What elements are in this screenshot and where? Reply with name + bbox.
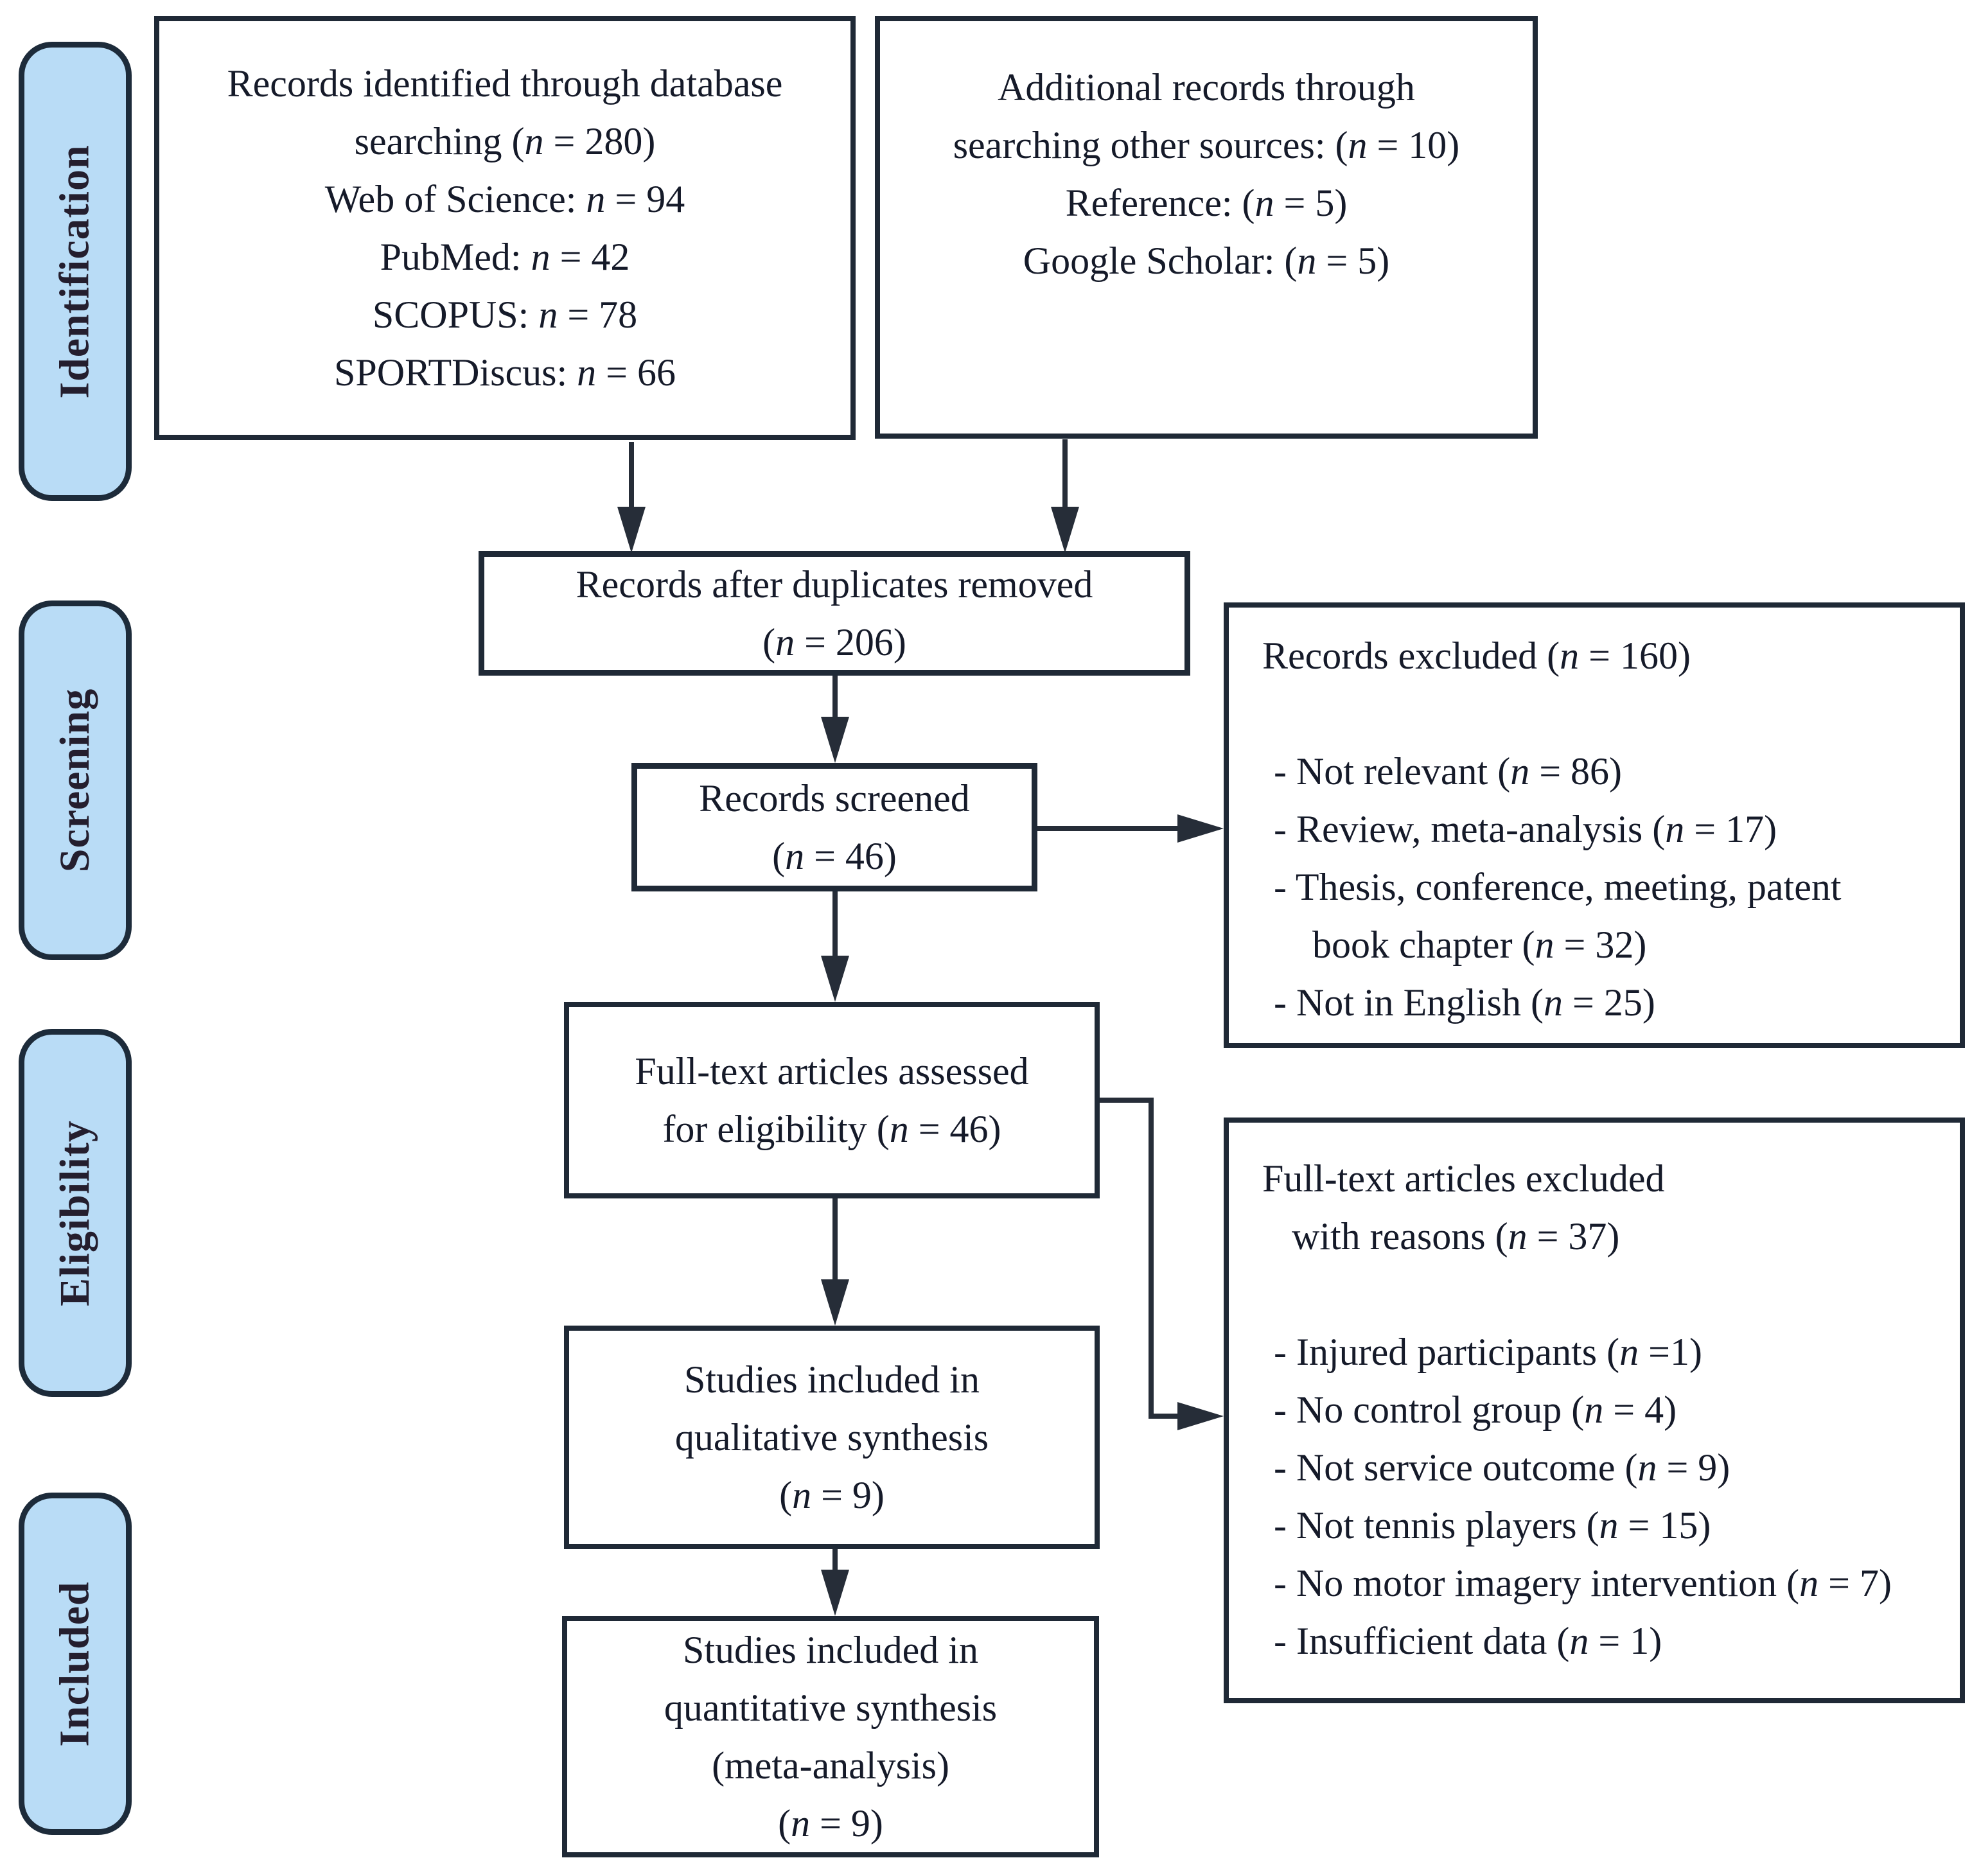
text-line: - No motor imagery intervention (n = 7) [1274, 1562, 1892, 1604]
text-line: (n = 46) [772, 835, 897, 877]
text-line: Web of Science: n = 94 [324, 178, 685, 220]
text-line: Full-text articles excluded [1262, 1157, 1665, 1200]
text-line: with reasons (n = 37) [1292, 1215, 1620, 1258]
text-line: - Review, meta-analysis (n = 17) [1274, 808, 1777, 850]
text-line [1262, 685, 1937, 742]
stage-included: Included [19, 1493, 132, 1835]
arrow-qualitative-to-quantitative [821, 1548, 849, 1616]
stage-included-label: Included [51, 1581, 98, 1747]
box-fulltext-assessed: Full-text articles assessed for eligibil… [564, 1002, 1100, 1198]
stage-eligibility-label: Eligibility [51, 1119, 99, 1306]
text-line: Records excluded (n = 160) [1262, 635, 1691, 677]
text-line: - Thesis, conference, meeting, patent [1274, 866, 1842, 908]
text-line: Records after duplicates removed [576, 563, 1093, 606]
stage-identification: Identification [19, 42, 132, 501]
text-line: (n = 9) [778, 1802, 883, 1845]
text-line: SPORTDiscus: n = 66 [334, 351, 676, 394]
text-line: Google Scholar: (n = 5) [1023, 240, 1390, 282]
box-quantitative-synthesis: Studies included in quantitative synthes… [562, 1616, 1099, 1857]
text-line: Additional records through [998, 66, 1415, 109]
arrow-screened-to-fulltext [821, 891, 849, 1002]
box-fulltext-excluded: Full-text articles excluded with reasons… [1224, 1118, 1965, 1703]
text-line: - Not in English (n = 25) [1274, 981, 1655, 1024]
text-line: searching (n = 280) [354, 120, 656, 162]
stage-identification-label: Identification [51, 144, 98, 399]
arrow-screened-to-excluded [1037, 814, 1224, 843]
stage-screening-label: Screening [51, 688, 99, 873]
text-line: - Not tennis players (n = 15) [1274, 1504, 1711, 1547]
text-line: Studies included in [684, 1358, 980, 1401]
text-line: (n = 9) [779, 1474, 885, 1516]
text-line: Records identified through database [227, 62, 783, 105]
arrow-identified-to-dedup [617, 442, 646, 553]
text-line: (n = 206) [762, 621, 906, 663]
text-line: PubMed: n = 42 [380, 236, 630, 278]
text-line: - Not relevant (n = 86) [1274, 750, 1623, 793]
text-line: qualitative synthesis [674, 1416, 989, 1459]
text-line [1262, 1265, 1937, 1323]
box-additional-records: Additional records through searching oth… [875, 16, 1538, 439]
box-records-screened: Records screened (n = 46) [631, 763, 1037, 891]
text-line: Reference: (n = 5) [1065, 182, 1348, 224]
arrow-additional-to-dedup [1051, 439, 1079, 553]
text-line: for eligibility (n = 46) [662, 1108, 1001, 1150]
text-line: Studies included in [683, 1629, 978, 1671]
text-line: - Not service outcome (n = 9) [1274, 1446, 1730, 1489]
arrow-dedup-to-screened [821, 674, 849, 763]
text-line: - No control group (n = 4) [1274, 1389, 1677, 1431]
text-line: Full-text articles assessed [635, 1050, 1029, 1092]
arrow-fulltext-to-fulltext-excluded [1098, 1098, 1224, 1430]
text-line: book chapter (n = 32) [1312, 924, 1647, 966]
text-line: (meta-analysis) [712, 1744, 949, 1787]
text-line: - Insufficient data (n = 1) [1274, 1620, 1662, 1662]
text-line: quantitative synthesis [664, 1687, 998, 1729]
text-line: SCOPUS: n = 78 [372, 294, 638, 336]
box-records-excluded: Records excluded (n = 160) - Not relevan… [1224, 602, 1965, 1048]
box-duplicates-removed: Records after duplicates removed (n = 20… [479, 551, 1190, 676]
box-qualitative-synthesis: Studies included in qualitative synthesi… [564, 1326, 1100, 1549]
text-line: Records screened [699, 777, 970, 820]
stage-eligibility: Eligibility [19, 1029, 132, 1397]
text-line: - Injured participants (n =1) [1274, 1331, 1702, 1373]
arrow-fulltext-to-qualitative [821, 1197, 849, 1326]
stage-screening: Screening [19, 600, 132, 960]
box-records-identified: Records identified through database sear… [154, 16, 856, 440]
text-line: searching other sources: (n = 10) [953, 124, 1460, 166]
